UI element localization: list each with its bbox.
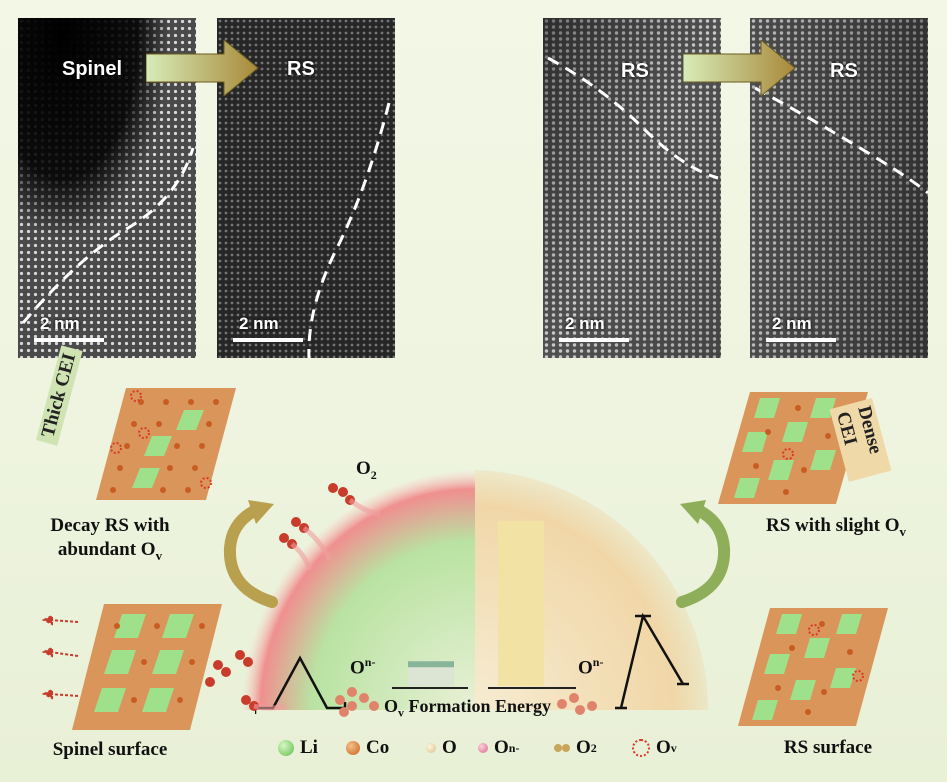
o2-icon	[554, 744, 562, 752]
panel-label: Spinel	[62, 58, 123, 80]
stem-panel-4: RS 2 nm	[750, 18, 928, 358]
energy-barrier-right	[615, 612, 689, 710]
scale-label: 2 nm	[772, 314, 812, 333]
bar-rs	[498, 521, 544, 686]
lattice-image	[543, 18, 721, 358]
structure-spinel	[72, 604, 222, 730]
scale-bar	[766, 338, 836, 342]
stem-panel-3: RS 2 nm	[543, 18, 721, 358]
legend-o: O	[426, 737, 457, 759]
oxygen-release-particles	[205, 483, 381, 711]
legend-li: Li	[278, 737, 318, 759]
formation-energy-bars	[392, 521, 576, 689]
scale-bar	[34, 338, 104, 342]
o-icon	[426, 743, 436, 753]
panel-label: RS	[287, 58, 315, 80]
rs-surface-label: RS surface	[783, 737, 873, 758]
transition-arrow-right	[683, 40, 796, 96]
formation-energy-label: Ov Formation Energy	[384, 696, 551, 720]
thick-cei-tag: Thick CEI	[36, 345, 83, 446]
o2-icon-2	[562, 744, 570, 752]
scale-label: 2 nm	[565, 314, 605, 333]
ov-icon	[632, 739, 650, 757]
curved-arrow-right	[676, 500, 731, 608]
oxygen-escape-arrows	[41, 614, 79, 700]
transition-arrow-left	[146, 40, 259, 96]
panel-label: RS	[621, 60, 649, 82]
structure-decay-rs	[96, 388, 236, 500]
panel-label: RS	[830, 60, 858, 82]
curved-arrow-left	[223, 500, 278, 608]
on-label-left: On-	[350, 655, 376, 679]
legend-co: Co	[346, 737, 389, 759]
lattice-image	[750, 18, 928, 358]
scale-label: 2 nm	[40, 314, 80, 333]
on-ion-particles	[335, 687, 597, 717]
o2-label: O2	[356, 458, 377, 482]
li-icon	[278, 740, 294, 756]
on-label-right: On-	[578, 655, 604, 679]
bar-spinel-cap	[408, 661, 454, 668]
scale-label: 2 nm	[239, 314, 279, 333]
rs-slight-ov-label: RS with slight Ov	[765, 515, 907, 539]
structure-rs-slight-ov	[718, 392, 868, 504]
co-icon	[346, 741, 360, 755]
structure-rs	[738, 608, 888, 726]
decay-rs-label: Decay RS with abundant Ov	[50, 515, 170, 563]
scale-bar	[559, 338, 629, 342]
scale-bar	[233, 338, 303, 342]
lattice-image	[217, 18, 395, 358]
on-icon	[478, 743, 488, 753]
spinel-surface-label: Spinel surface	[52, 739, 168, 760]
